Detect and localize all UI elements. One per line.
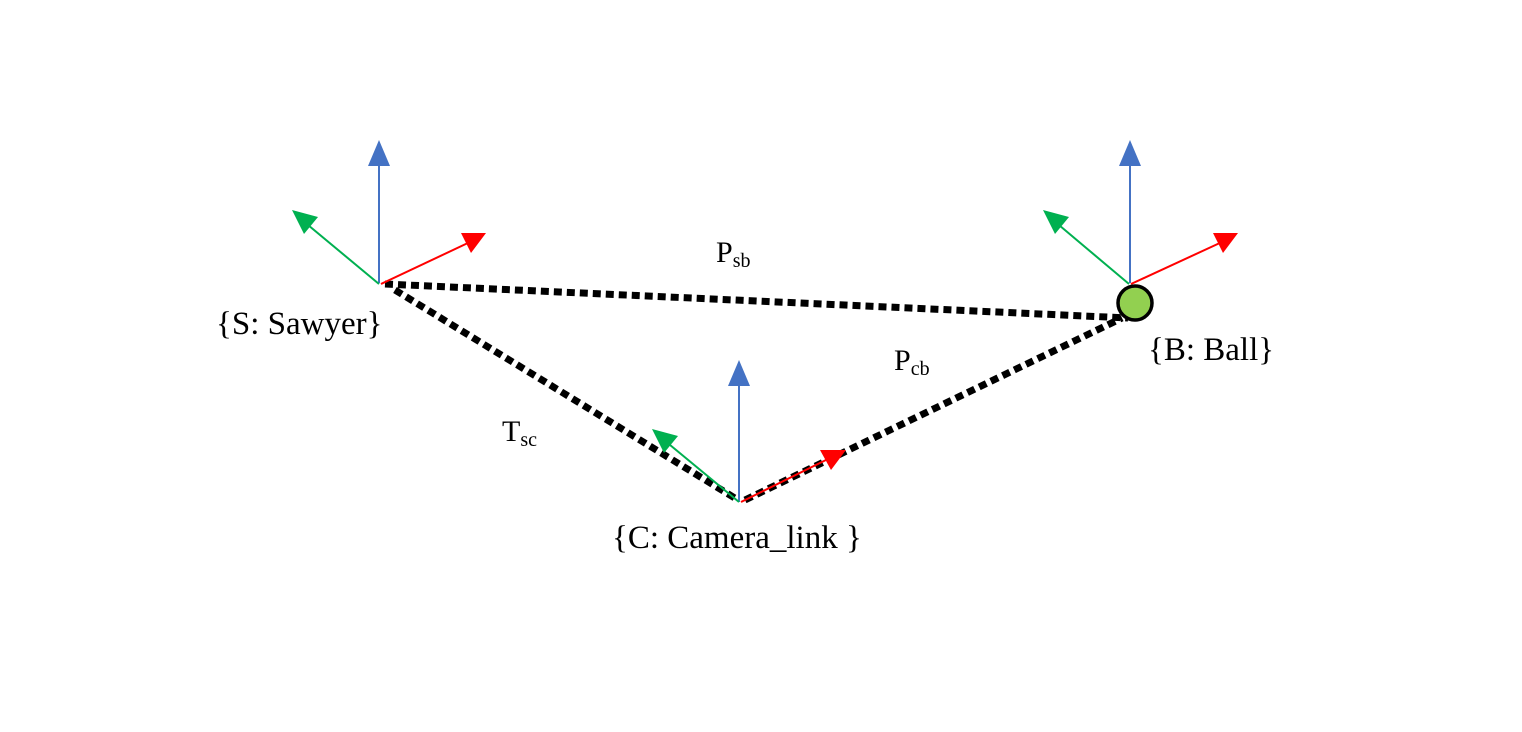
camera-frame-label: {C: Camera_link }	[612, 520, 862, 556]
ball-marker	[1116, 284, 1154, 322]
sawyer-x-arrowhead	[461, 233, 486, 253]
psb-subscript: sb	[732, 250, 751, 272]
pcb-symbol: P	[894, 344, 911, 377]
ball-frame-label: {B: Ball}	[1148, 332, 1275, 368]
pcb-subscript: cb	[910, 358, 930, 380]
camera-x-arrowhead	[820, 450, 846, 470]
ball-frame-axes	[1043, 140, 1238, 285]
psb-label: Psb	[716, 236, 751, 272]
camera-y-axis	[663, 439, 740, 503]
sawyer-y-axis	[301, 219, 380, 285]
psb-link-line	[384, 280, 1129, 322]
tsc-symbol: T	[502, 415, 521, 448]
psb-symbol: P	[716, 236, 733, 269]
sawyer-frame-label: {S: Sawyer}	[216, 306, 383, 342]
ball-y-axis	[1052, 219, 1130, 285]
tsc-subscript: sc	[520, 429, 537, 451]
sawyer-z-arrowhead	[368, 140, 390, 166]
ball-x-arrowhead	[1213, 233, 1238, 253]
pcb-label: Pcb	[894, 344, 930, 380]
ball-y-arrowhead	[1043, 210, 1069, 234]
tsc-link-line	[393, 287, 740, 503]
sawyer-x-axis	[380, 241, 471, 285]
tsc-label: Tsc	[502, 415, 537, 451]
camera-y-arrowhead	[652, 429, 678, 453]
ball-x-axis	[1130, 241, 1223, 285]
sawyer-frame-axes	[292, 140, 486, 285]
camera-frame-axes	[652, 360, 846, 503]
camera-x-axis	[740, 457, 831, 503]
camera-z-arrowhead	[728, 360, 750, 386]
ball-z-arrowhead	[1119, 140, 1141, 166]
sawyer-y-arrowhead	[292, 210, 318, 234]
